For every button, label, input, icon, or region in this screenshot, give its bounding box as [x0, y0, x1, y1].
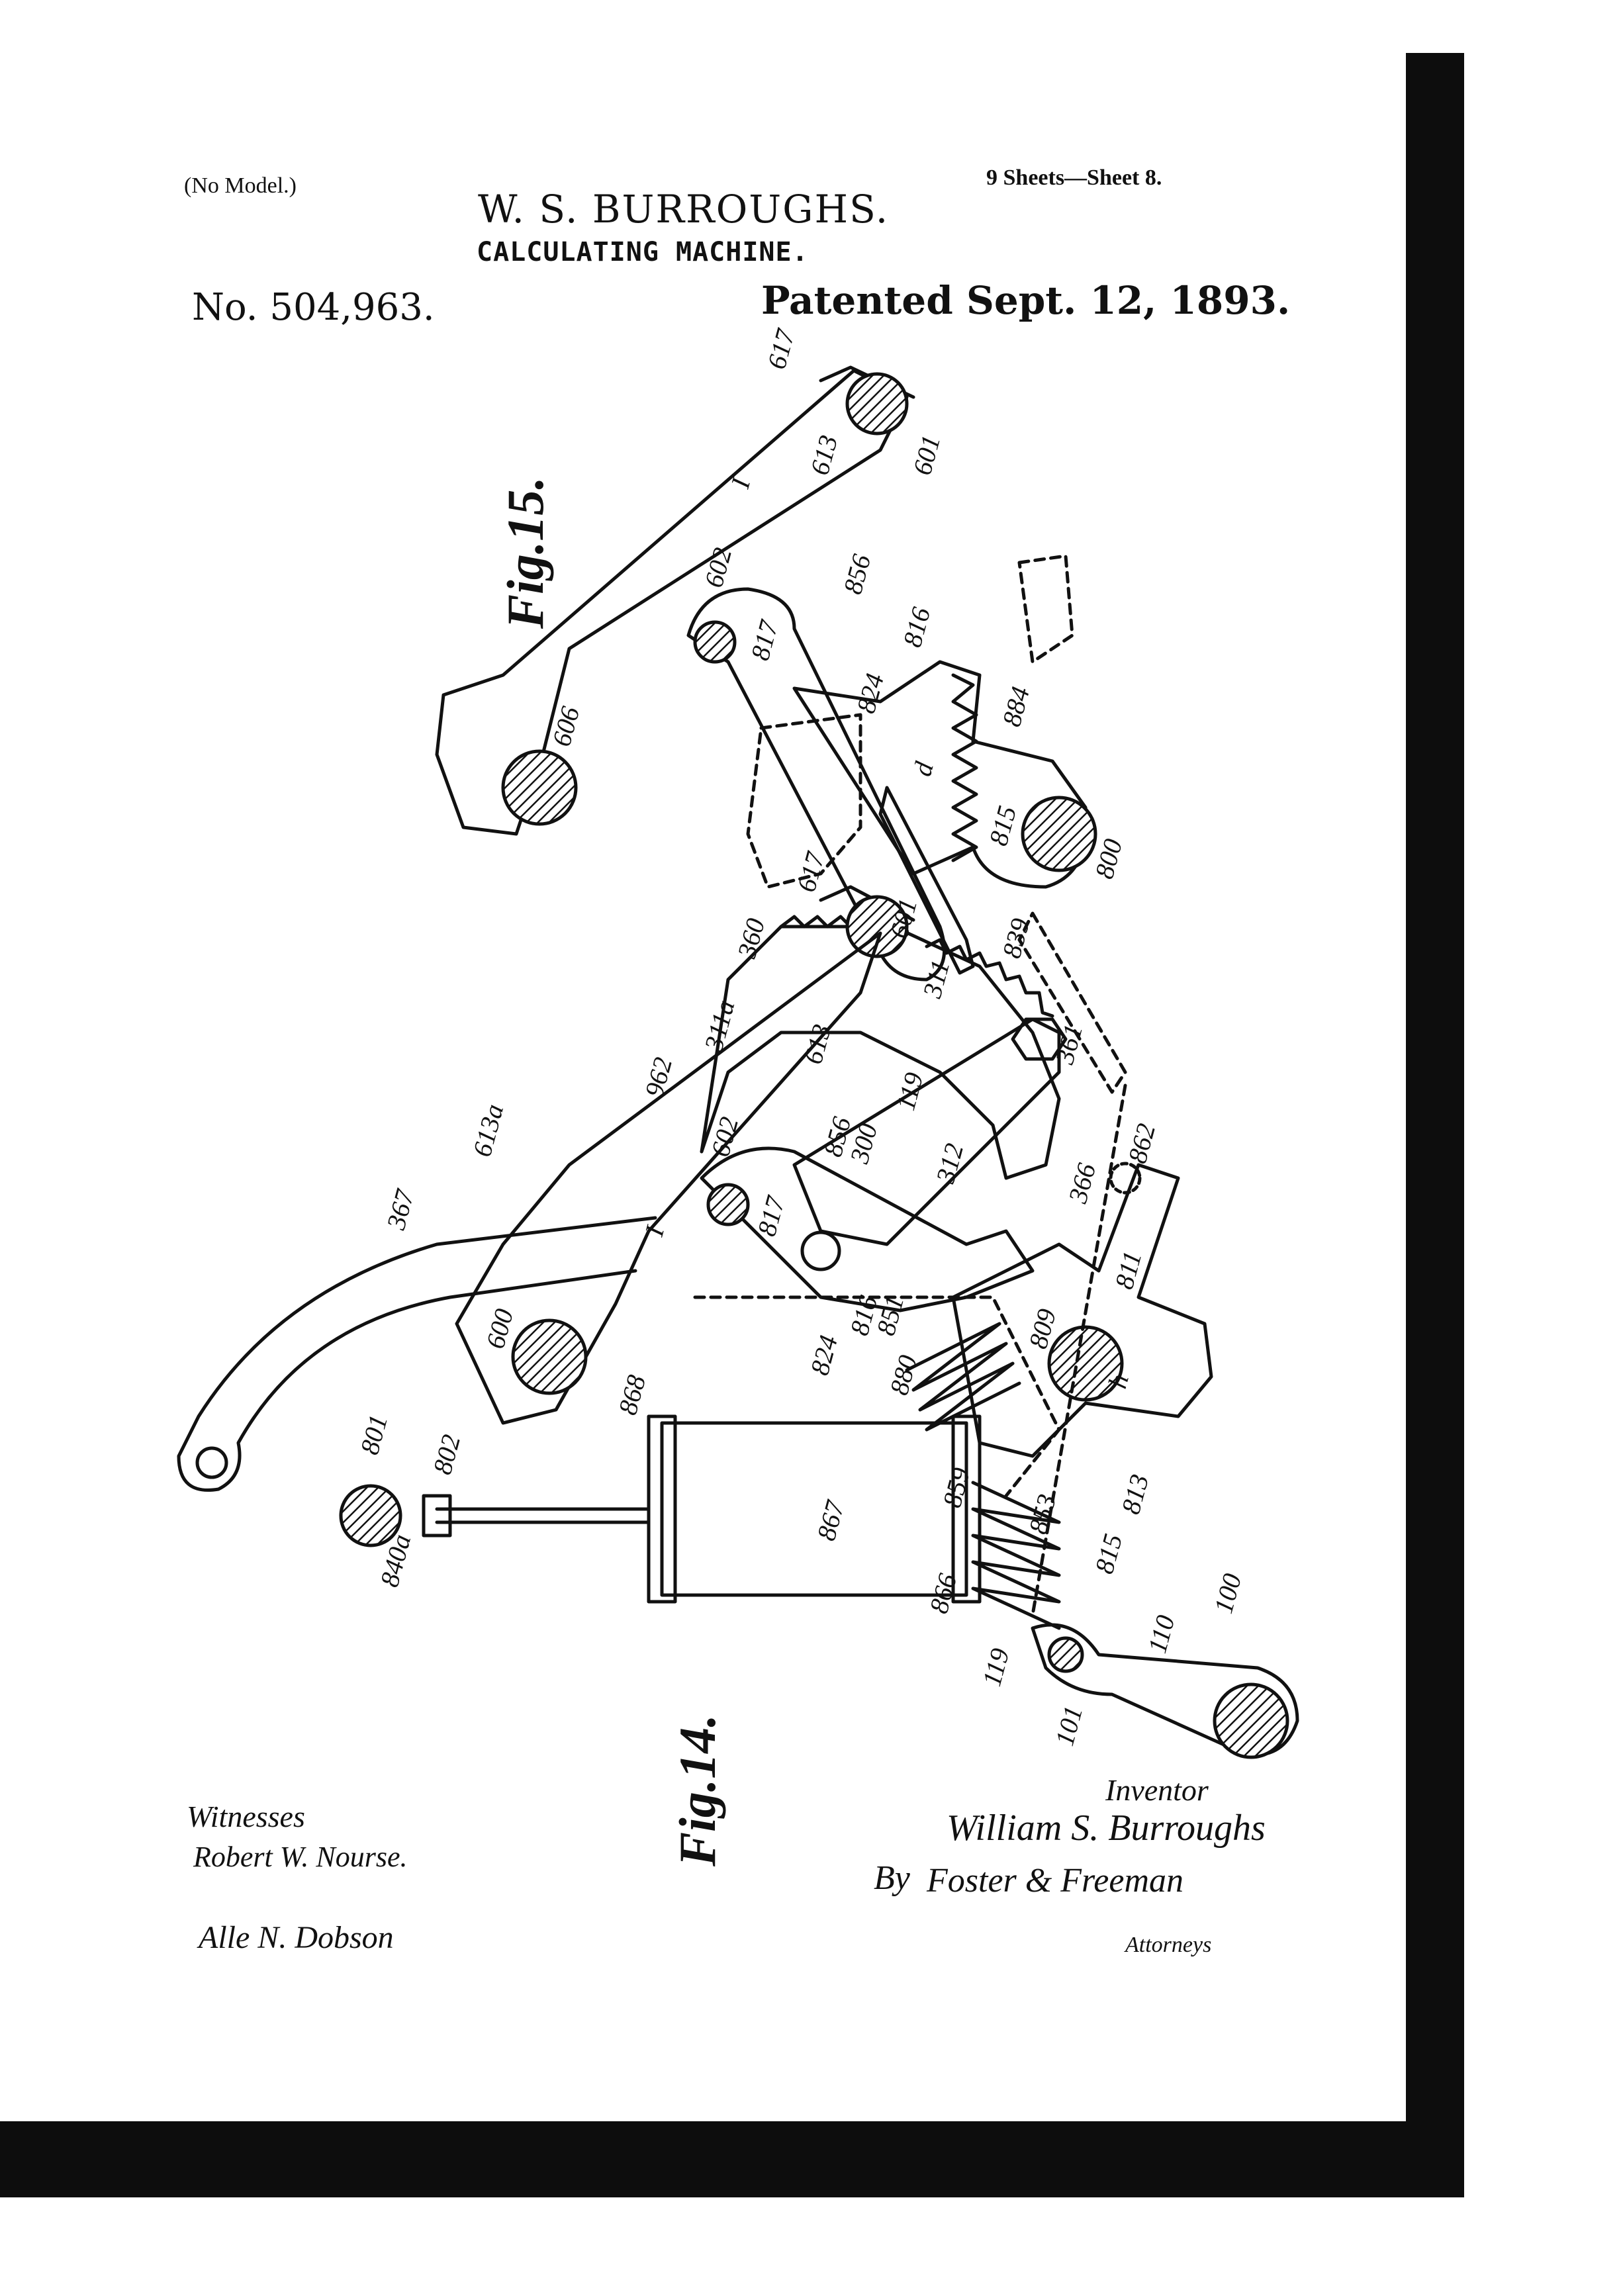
part-label: 311 — [917, 957, 955, 1002]
fig14-part-labels: 360 311a 962 311 613 361 613a 367 602 85… — [354, 915, 1247, 1749]
fig14-spring-866 — [971, 1481, 1061, 1630]
part-label: 367 — [381, 1185, 420, 1234]
part-label: 853 — [1023, 1491, 1062, 1538]
fig14-pin-862 — [1109, 1162, 1142, 1195]
part-label: 815 — [1089, 1531, 1128, 1577]
no-model-label: (No Model.) — [184, 173, 297, 198]
fig14-nut-802 — [422, 1494, 452, 1538]
fig15-pivot-800 — [1021, 796, 1097, 872]
part-label: 613a — [467, 1101, 509, 1160]
fig14-pivot-100 — [1213, 1682, 1289, 1759]
part-label: 366 — [1062, 1160, 1101, 1207]
fig15-ghost-arm — [1017, 554, 1074, 664]
fig14-ghost-line — [1031, 1083, 1127, 1617]
inventor-heading: Inventor — [1105, 1773, 1209, 1807]
fig14-arm-110 — [1031, 1623, 1299, 1757]
part-label: 600 — [480, 1306, 519, 1352]
patent-title: CALCULATING MACHINE. — [477, 237, 809, 267]
part-label: 866 — [923, 1571, 962, 1617]
part-label: 360 — [731, 915, 770, 962]
part-label: 613 — [804, 432, 843, 479]
scan-border-right — [1406, 53, 1464, 2197]
fig15-linkage — [435, 365, 1127, 1094]
fig14-link-856 — [700, 1146, 1035, 1312]
part-label: 862 — [1122, 1121, 1161, 1167]
fig14-roller-300 — [800, 1230, 841, 1271]
part-label: 815 — [983, 803, 1022, 849]
part-label: 100 — [1208, 1571, 1247, 1617]
part-label: 802 — [427, 1432, 466, 1478]
fig15-ghost-plate — [746, 713, 862, 889]
fig14-pivot-602 — [706, 1183, 750, 1226]
part-label: 606 — [546, 704, 585, 750]
fig14-pivot-601 — [845, 895, 909, 958]
part-label: 110 — [1142, 1612, 1180, 1657]
part-label: 880 — [884, 1352, 923, 1399]
part-label: d — [907, 758, 939, 779]
fig15-pivot-602 — [693, 620, 737, 664]
part-label: 617 — [761, 325, 801, 373]
part-label: 312 — [930, 1140, 969, 1187]
fig14-hex-nut — [1011, 1017, 1068, 1061]
patent-date: Patented Sept. 12, 1893. — [761, 278, 1291, 323]
attorneys-label: Attorneys — [1125, 1933, 1212, 1957]
part-label: 824 — [851, 670, 890, 717]
fig14-pivot-809 — [1047, 1325, 1124, 1402]
part-label: 311a — [698, 997, 741, 1054]
part-label: 817 — [751, 1192, 791, 1240]
fig15-link-856 — [686, 587, 947, 982]
fig14-cylinder-867 — [660, 1421, 968, 1597]
fig14-label: Fig.14. — [669, 1714, 726, 1867]
sheet-count: 9 Sheets—Sheet 8. — [986, 165, 1162, 190]
fig14-pivot-600 — [511, 1318, 588, 1395]
part-label: 867 — [811, 1496, 851, 1544]
fig14-hook-eye — [195, 1446, 228, 1479]
fig15-slot — [878, 786, 975, 975]
part-label: 617 — [791, 848, 831, 895]
part-label: 361 — [1049, 1021, 1088, 1068]
part-label: 962 — [639, 1054, 678, 1101]
part-label: 817 — [745, 616, 784, 664]
part-label: 816 — [897, 604, 936, 651]
fig14-ghost-outline — [693, 1295, 1061, 1498]
witnesses-heading: Witnesses — [187, 1800, 305, 1833]
fig15-pivot-601 — [845, 372, 909, 436]
part-label: 813 — [1115, 1471, 1154, 1518]
part-label: 613 — [798, 1021, 837, 1068]
witness-signature-2: Alle N. Dobson — [199, 1920, 394, 1955]
fig15-spring-884 — [951, 673, 978, 862]
part-label: 859 — [937, 1465, 976, 1511]
fig15-pivot-606 — [501, 749, 578, 826]
fig14-pivot-101 — [1047, 1636, 1084, 1673]
part-label: 119 — [976, 1645, 1015, 1690]
patent-number: No. 504,963. — [192, 286, 435, 329]
part-label: 801 — [354, 1412, 393, 1458]
fig15-ghost-link — [1017, 911, 1127, 1094]
fig14-sector-311 — [700, 925, 1061, 1180]
fig14-plate-811 — [951, 1163, 1213, 1458]
part-label: 884 — [996, 684, 1035, 730]
part-label: 101 — [1049, 1703, 1088, 1749]
fig14-hook-367 — [177, 1216, 657, 1492]
fig15-label: Fig.15. — [496, 477, 554, 629]
fig14-spring-880 — [905, 1322, 1021, 1432]
fig14-lever-613a — [455, 931, 882, 1425]
inventor-name-heading: W. S. BURROUGHS. — [478, 187, 890, 232]
attorney-signature: Foster & Freeman — [927, 1862, 1183, 1900]
part-label: 602 — [698, 545, 737, 591]
part-label: 824 — [804, 1332, 843, 1379]
fig14-pivot-801 — [339, 1484, 402, 1547]
fig14-linkage — [177, 885, 1299, 1759]
witness-signature-1: Robert W. Nourse. — [193, 1841, 408, 1873]
part-label: I — [725, 474, 757, 492]
part-label: 119 — [890, 1070, 929, 1114]
inventor-signature: William S. Burroughs — [947, 1808, 1266, 1849]
part-label: 601 — [907, 432, 946, 479]
part-label: 856 — [837, 551, 876, 598]
scan-border-bottom — [0, 2121, 1464, 2197]
fig14-teeth-361 — [925, 938, 1054, 1018]
part-label: 868 — [612, 1372, 651, 1418]
by-prefix: By — [874, 1859, 910, 1897]
